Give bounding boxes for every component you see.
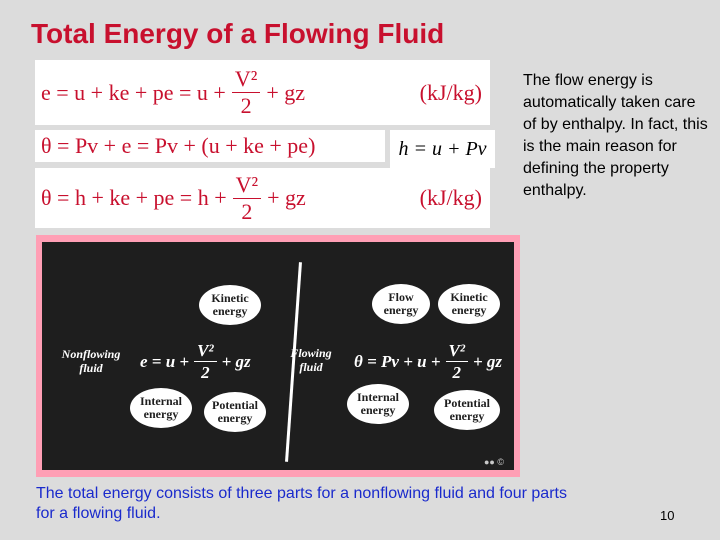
bubble-potential-nonflowing: Potential energy xyxy=(204,392,266,432)
figure-caption: The total energy consists of three parts… xyxy=(36,485,567,522)
flowing-frac-num: V² xyxy=(445,342,468,362)
eq1-fraction: V² 2 xyxy=(231,68,261,118)
copyright-icon: ●● © xyxy=(483,457,504,467)
bubble-flow: Flow energy xyxy=(372,284,430,324)
eq1-right: + gz xyxy=(266,79,305,105)
eq3-fraction: V² 2 xyxy=(232,173,262,224)
eq3-right: + gz xyxy=(267,185,306,210)
figure-panel: Kinetic energy Nonflowing fluid e = u + … xyxy=(42,242,514,470)
flowing-frac-den: 2 xyxy=(452,363,462,382)
nonflowing-frac-num: V² xyxy=(194,342,217,362)
eq1-left: e = u + ke + pe = u + xyxy=(41,79,226,105)
nonflowing-eq-left: e = u + xyxy=(140,351,190,371)
page-number: 10 xyxy=(660,508,675,523)
eq3-frac-num: V² xyxy=(232,173,262,199)
slide-title: Total Energy of a Flowing Fluid xyxy=(31,18,445,49)
flowing-energy-enthalpy-equation: θ = h + ke + pe = h + V² 2 + gz (kJ/kg) xyxy=(35,168,490,228)
eq2-text: θ = Pv + e = Pv + (u + ke + pe) xyxy=(41,133,316,158)
nonflowing-label: Nonflowing fluid xyxy=(61,347,121,375)
eq3-left: θ = h + ke + pe = h + xyxy=(41,185,227,210)
eq3-frac-den: 2 xyxy=(241,198,253,224)
nonflowing-fraction: V² 2 xyxy=(194,342,217,382)
bubble-internal-nonflowing: Internal energy xyxy=(130,388,192,428)
flowing-fraction: V² 2 xyxy=(445,342,468,382)
enthalpy-definition: h = u + Pv xyxy=(390,130,495,168)
eq1-unit: (kJ/kg) xyxy=(419,79,482,105)
nonflowing-equation: e = u + V² 2 + gz xyxy=(140,342,251,381)
bubble-potential-flowing: Potential energy xyxy=(434,390,500,430)
nonflowing-frac-den: 2 xyxy=(201,363,210,382)
side-explanation: The flow energy is automatically taken c… xyxy=(523,72,708,199)
bubble-internal-flowing: Internal energy xyxy=(347,384,409,424)
bubble-kinetic-nonflowing: Kinetic energy xyxy=(199,285,261,325)
energy-figure: Kinetic energy Nonflowing fluid e = u + … xyxy=(36,235,520,477)
flowing-energy-equation: θ = Pv + e = Pv + (u + ke + pe) xyxy=(35,130,385,162)
flowing-label: Flowing fluid xyxy=(290,346,332,374)
flowing-eq-right: + gz xyxy=(472,351,503,371)
total-energy-equation: e = u + ke + pe = u + V² 2 + gz (kJ/kg) xyxy=(35,60,490,125)
bubble-kinetic-flowing: Kinetic energy xyxy=(438,284,500,324)
nonflowing-eq-right: + gz xyxy=(221,351,251,371)
eq3-unit: (kJ/kg) xyxy=(419,185,482,210)
flowing-eq-left: θ = Pv + u + xyxy=(354,351,441,371)
eq1-frac-num: V² xyxy=(231,68,261,93)
flowing-equation: θ = Pv + u + V² 2 + gz xyxy=(354,342,502,381)
eq1-frac-den: 2 xyxy=(240,93,252,118)
